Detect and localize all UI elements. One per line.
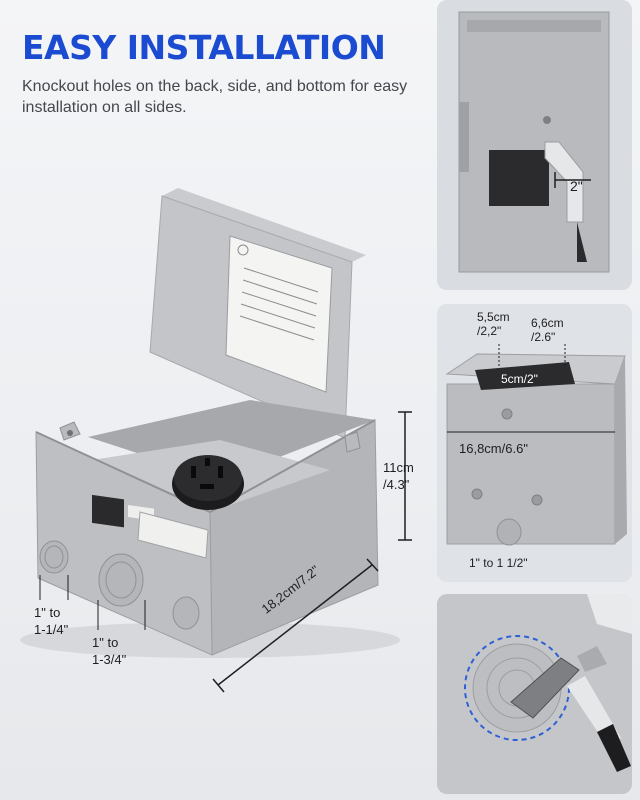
top-bottom-hole-label: 1" to 1 1/2"	[469, 556, 528, 570]
top-width-label: 16,8cm/6.6"	[459, 441, 528, 456]
knockout-leader-lines	[39, 575, 146, 630]
height-label: 11cm /4.3"	[383, 460, 414, 492]
page-subtitle: Knockout holes on the back, side, and bo…	[22, 78, 408, 116]
page-title: EASY INSTALLATION	[22, 28, 386, 67]
knockout-small	[39, 540, 69, 574]
lid-label	[225, 235, 333, 393]
knockout-large-label: 1" to 1-3/4"	[92, 635, 127, 667]
width-dimension-line	[212, 558, 379, 693]
panel-knockout-hammer	[437, 594, 632, 794]
outlet-receptacle	[172, 455, 244, 510]
top-hole2-label: 6,6cm /2.6"	[531, 316, 564, 344]
knockout-small-label: 1" to 1-1/4"	[34, 605, 69, 637]
panel-side-view: 2"	[437, 0, 632, 290]
top-hole1-label: 5,5cm /2,2"	[477, 310, 510, 338]
knockout-large	[98, 553, 144, 607]
main-box-illustration	[20, 188, 412, 693]
side-depth-label: 2"	[570, 178, 583, 194]
hammer-icon	[510, 646, 631, 772]
top-hole3-label: 5cm/2"	[501, 372, 538, 386]
knockout-side	[172, 596, 200, 630]
panel-top-view: 5,5cm /2,2" 6,6cm /2.6" 5cm/2" 16,8cm/6.…	[437, 304, 632, 582]
height-dimension-line	[398, 411, 412, 541]
